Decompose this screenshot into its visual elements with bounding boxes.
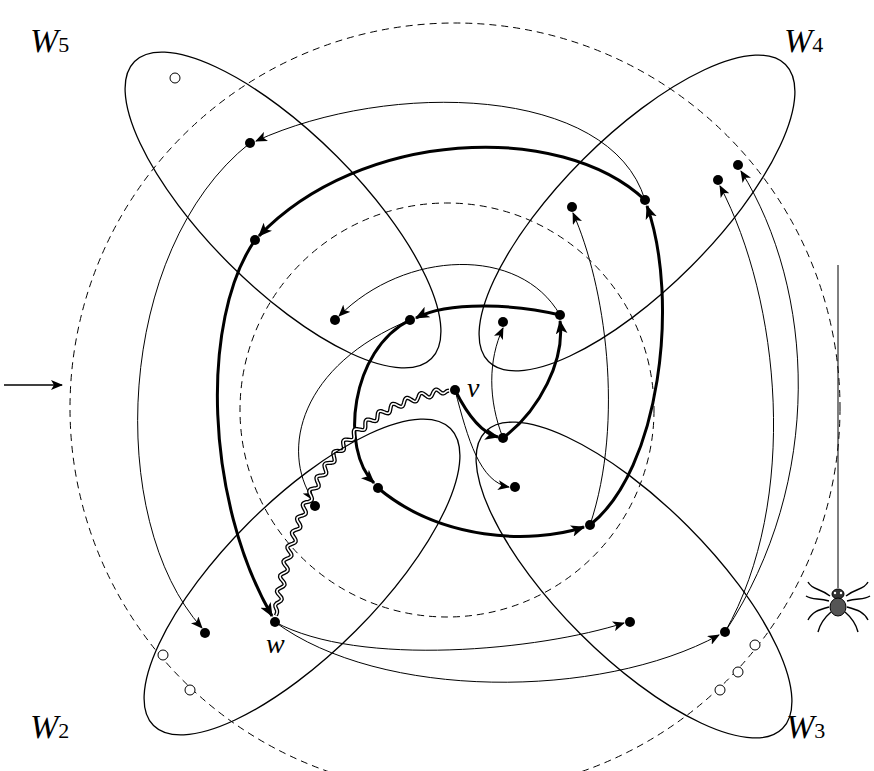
set-label: W5 xyxy=(30,24,69,58)
vertex-set-ellipse: W4 xyxy=(477,53,797,373)
ellipse-outline xyxy=(477,53,797,373)
set-label: W3 xyxy=(786,710,825,744)
vertex-set-ellipse: W5 xyxy=(123,50,443,370)
set-label: W2 xyxy=(30,710,69,744)
vertex-set-ellipse: W3 xyxy=(474,420,794,740)
ellipse-outline xyxy=(474,420,794,740)
vertex-label: w xyxy=(266,630,285,658)
vertex-dot xyxy=(449,384,461,396)
wavy-path xyxy=(275,390,449,616)
graph-vertex: v xyxy=(449,384,461,396)
vertex-dot xyxy=(269,616,281,628)
vertex-label: v xyxy=(467,374,479,402)
ellipse-outline xyxy=(123,50,443,370)
graph-vertex: w xyxy=(269,616,281,628)
vertex-set-ellipse: W2w xyxy=(142,417,462,737)
ellipse-outline xyxy=(142,417,462,737)
set-label: W4 xyxy=(784,24,823,58)
